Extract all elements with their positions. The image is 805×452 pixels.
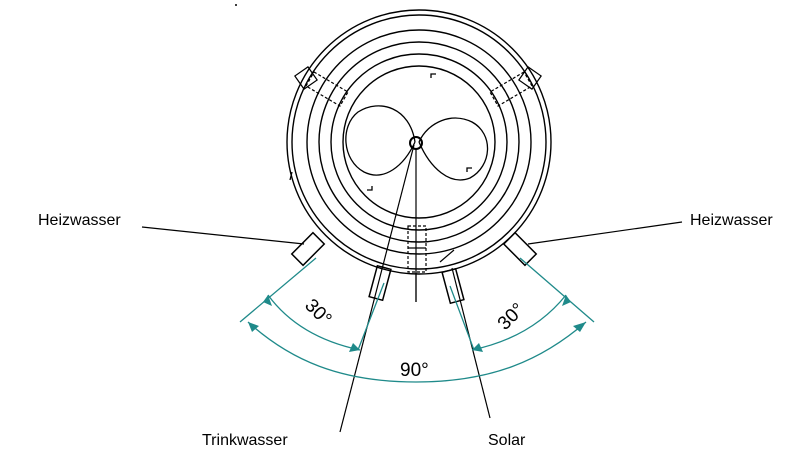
angle-label-right: 30° [494,299,529,334]
upper-right-nozzle [518,66,542,90]
arc-30-right [471,294,567,351]
tank-ring-3 [306,29,532,255]
upper-left-flange [294,66,349,107]
label-heizwasser-left: Heizwasser [38,212,121,229]
upper-right-flange [489,66,542,107]
stray-dot [235,4,237,6]
nozzle-solar [441,267,465,305]
internal-marks [289,73,472,191]
tank-body [286,9,552,275]
coil-right-lobe [418,117,489,181]
tank-ring-2 [291,14,547,270]
leader-heizwasser-left [141,226,305,245]
label-solar: Solar [488,432,526,449]
dimension-arrows [248,295,586,352]
heat-exchanger-coils [345,105,489,181]
angle-label-total: 90° [400,360,429,381]
label-trinkwasser: Trinkwasser [202,432,288,449]
upper-left-nozzle [294,66,318,90]
tank-ring-5 [330,53,508,231]
coil-left-lobe [345,105,416,176]
center-fitting [409,136,423,150]
leader-trinkwasser [339,144,415,433]
label-heizwasser-right: Heizwasser [690,212,773,229]
nozzles [290,231,538,305]
leader-heizwasser-right [527,221,683,245]
angle-label-left: 30° [300,295,335,330]
tank-ring-4 [318,41,520,243]
dimension-lines [239,257,595,383]
nozzle-heizwasser-left [290,231,326,267]
tank-ring-6 [342,65,496,219]
nozzle-heizwasser-right [502,231,538,267]
leader-lines [141,144,683,433]
tank-outer-ring [286,9,552,275]
arc-30-left [267,294,361,351]
nozzle-trinkwasser [368,264,392,302]
arc-90 [247,321,587,383]
